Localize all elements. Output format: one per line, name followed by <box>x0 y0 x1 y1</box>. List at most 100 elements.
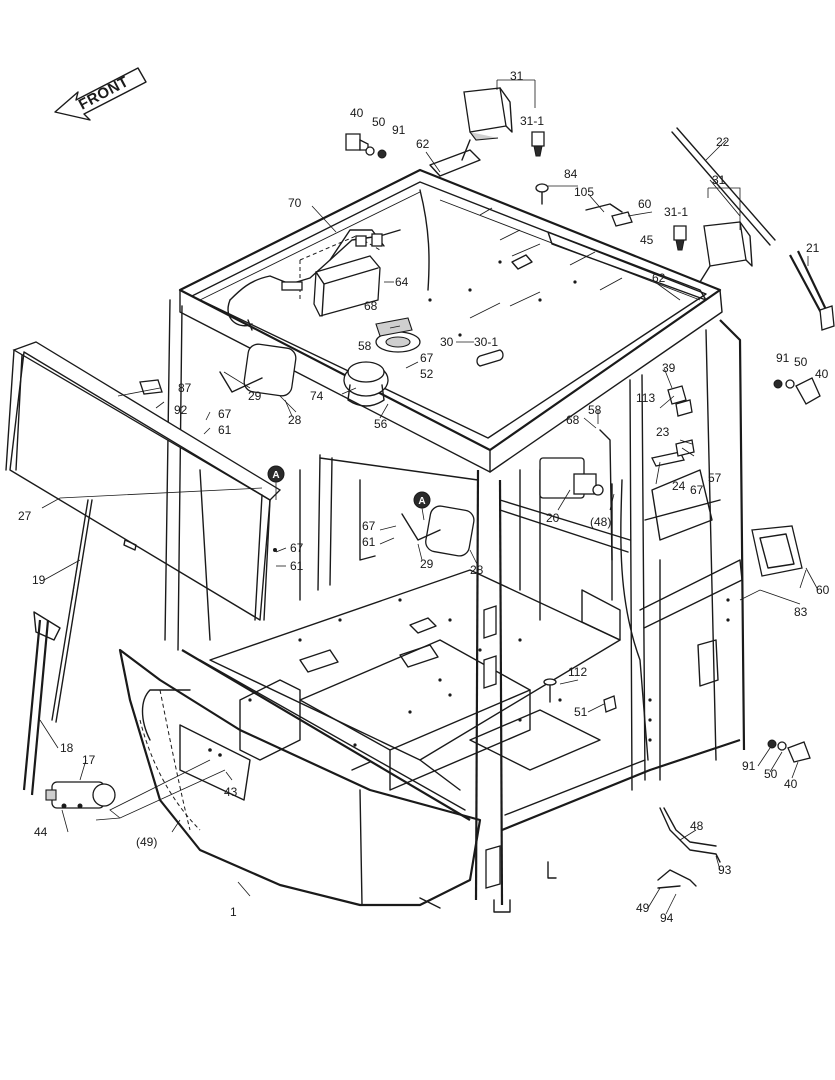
bracket-87 <box>139 379 163 395</box>
callout-61: 61 <box>218 423 232 437</box>
bracket-39 <box>667 385 693 417</box>
callout-31: 31 <box>510 69 524 83</box>
callout-31-1: 31-1 <box>520 114 544 128</box>
callout-56: 56 <box>374 417 388 431</box>
front-wiper-blade <box>51 499 93 723</box>
nut-91-right-upper <box>773 379 783 389</box>
callout-64: 64 <box>395 275 409 289</box>
callout-48-paren: (48) <box>590 515 611 529</box>
callout-58b: 58 <box>588 403 602 417</box>
callout-labels: 31 31-1 40 50 91 62 70 84 105 60 45 22 3… <box>18 69 830 925</box>
callout-40b: 40 <box>815 367 829 381</box>
callout-49: 49 <box>636 901 650 915</box>
callout-91c: 91 <box>742 759 756 773</box>
callout-92: 92 <box>174 403 188 417</box>
callout-67: 67 <box>420 351 434 365</box>
knob-40-right-upper <box>795 377 821 405</box>
callout-74: 74 <box>310 389 324 403</box>
callout-91b: 91 <box>776 351 790 365</box>
front-wiper-motor <box>45 781 116 809</box>
callout-60b: 60 <box>816 583 830 597</box>
svg-text:A: A <box>272 470 279 481</box>
front-wiper-arm <box>22 611 61 796</box>
callout-49-paren: (49) <box>136 835 157 849</box>
callout-31b: 31 <box>712 173 726 187</box>
callout-67c: 67 <box>690 483 704 497</box>
front-direction-arrow: FRONT <box>54 67 147 121</box>
callout-30-1: 30-1 <box>474 335 498 349</box>
clip-84 <box>535 183 549 205</box>
callout-52: 52 <box>420 367 434 381</box>
callout-17: 17 <box>82 753 96 767</box>
callout-1: 1 <box>230 905 237 919</box>
leader-lines <box>39 79 819 915</box>
front-lower-panel <box>118 648 482 907</box>
nut-91-right-lower <box>767 739 777 749</box>
room-lamp <box>375 331 421 353</box>
callout-50: 50 <box>372 115 386 129</box>
callout-58: 58 <box>358 339 372 353</box>
washer-50-right-lower <box>777 741 787 751</box>
callout-40c: 40 <box>784 777 798 791</box>
room-lamp-bulb <box>476 349 504 367</box>
inner-mirror-right <box>401 505 475 557</box>
radio-unit <box>299 235 381 317</box>
callout-44: 44 <box>34 825 48 839</box>
ref-marker-a-right: A <box>413 491 431 521</box>
callout-24: 24 <box>672 479 686 493</box>
callout-45: 45 <box>640 233 654 247</box>
callout-29: 29 <box>248 389 262 403</box>
inner-mirror-left <box>219 343 297 397</box>
callout-29b: 29 <box>420 557 434 571</box>
callout-70: 70 <box>288 196 302 210</box>
callout-28: 28 <box>288 413 302 427</box>
callout-50c: 50 <box>764 767 778 781</box>
callout-43: 43 <box>224 785 238 799</box>
callout-18: 18 <box>60 741 74 755</box>
callout-28b: 28 <box>470 563 484 577</box>
callout-91: 91 <box>392 123 406 137</box>
callout-30: 30 <box>440 335 454 349</box>
nut-91-top <box>377 149 387 159</box>
callout-67d: 67 <box>362 519 376 533</box>
callout-105: 105 <box>574 185 594 199</box>
callout-83: 83 <box>794 605 808 619</box>
callout-113: 113 <box>636 391 655 405</box>
cab-frame-structure <box>164 299 746 913</box>
callout-60: 60 <box>638 197 652 211</box>
callout-40: 40 <box>350 106 364 120</box>
roof-frame <box>178 149 723 473</box>
callout-57: 57 <box>708 471 722 485</box>
callout-67e: 67 <box>290 541 304 555</box>
callout-62b: 62 <box>652 271 666 285</box>
connector-105 <box>585 203 633 227</box>
rear-wiper-arm <box>789 250 835 331</box>
callout-61c: 61 <box>290 559 304 573</box>
rear-work-lamp <box>699 221 753 283</box>
callout-48: 48 <box>690 819 704 833</box>
callout-39: 39 <box>662 361 676 375</box>
lamp-bulb-rear <box>673 225 687 251</box>
grommet-112 <box>543 678 557 703</box>
knob-40-right-lower <box>787 741 811 763</box>
callout-31-1b: 31-1 <box>664 205 688 219</box>
roller-blind <box>5 341 282 621</box>
svg-text:A: A <box>418 496 425 507</box>
knob-40-top <box>345 133 369 151</box>
callout-84: 84 <box>564 167 578 181</box>
callout-112: 112 <box>568 665 587 679</box>
rear-harness <box>141 479 721 889</box>
callout-20: 20 <box>546 511 560 525</box>
callout-87: 87 <box>178 381 192 395</box>
callout-19: 19 <box>32 573 46 587</box>
lamp-bulb-front <box>531 131 545 157</box>
washer-50-top <box>365 146 375 156</box>
callout-21: 21 <box>806 241 820 255</box>
callout-93: 93 <box>718 863 732 877</box>
callout-94: 94 <box>660 911 674 925</box>
callout-51: 51 <box>574 705 588 719</box>
rear-wiper-motor <box>539 457 604 499</box>
callout-68b: 68 <box>566 413 580 427</box>
callout-62: 62 <box>416 137 430 151</box>
